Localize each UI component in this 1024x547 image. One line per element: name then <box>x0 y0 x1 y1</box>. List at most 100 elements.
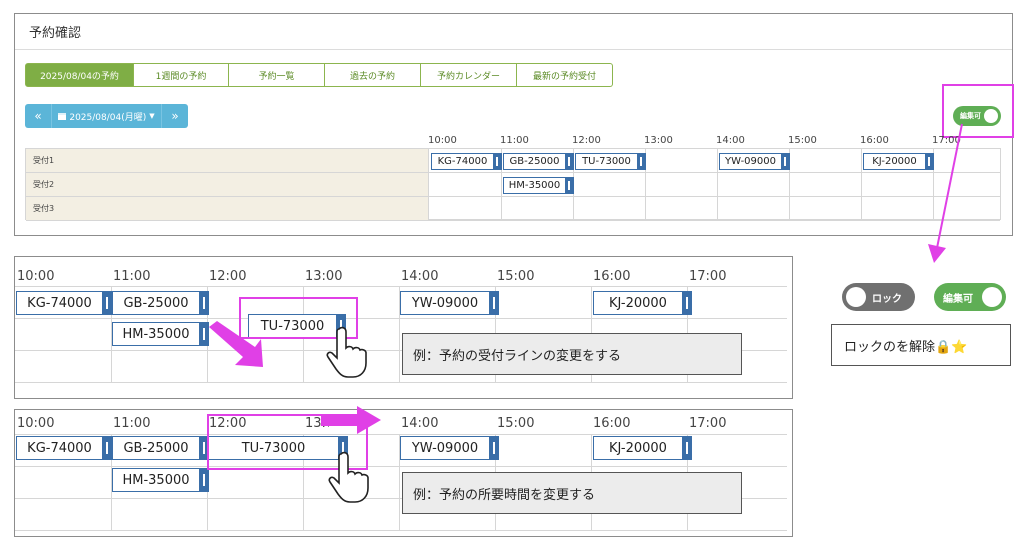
tab-latest[interactable]: 最新の予約受付 <box>517 63 613 87</box>
current-date: 2025/08/04(月曜) <box>69 112 147 123</box>
reservation-code: YW-09000 <box>411 295 479 311</box>
time-label: 11:00 <box>113 416 151 431</box>
grid-line <box>399 287 400 382</box>
grid-row <box>15 499 787 531</box>
unlock-note: ロックのを解除🔒⭐ <box>831 324 1011 366</box>
resize-handle[interactable] <box>199 292 208 314</box>
resize-handle[interactable] <box>199 469 208 491</box>
resize-handle[interactable] <box>199 437 208 459</box>
date-picker-button[interactable]: 2025/08/04(月曜) ▼ <box>51 104 162 128</box>
reservation-code: KJ-20000 <box>609 295 667 311</box>
grid-line <box>399 435 400 530</box>
time-label: 17:00 <box>932 135 961 146</box>
grid-line <box>645 149 646 219</box>
reservation-code: KG-74000 <box>437 156 488 167</box>
reservation-chip[interactable]: YW-09000 <box>719 153 790 170</box>
hand-cursor-icon <box>328 451 369 503</box>
reservation-chip[interactable]: YW-09000 <box>400 436 499 460</box>
row-reception-2: 受付2 <box>26 173 1000 197</box>
grid-line <box>303 435 304 530</box>
resize-handle[interactable] <box>565 154 573 169</box>
reservation-code: TU-73000 <box>582 156 631 167</box>
editable-toggle-label: 編集可 <box>943 294 973 305</box>
time-label: 12:00 <box>209 269 247 284</box>
grid-line <box>501 149 502 219</box>
reservation-chip[interactable]: GB-25000 <box>112 436 209 460</box>
pointer-arrow <box>928 123 963 263</box>
grid-line <box>111 435 112 530</box>
tab-today[interactable]: 2025/08/04の予約 <box>25 63 134 87</box>
reservation-chip[interactable]: YW-09000 <box>400 291 499 315</box>
reservation-chip[interactable]: GB-25000 <box>503 153 574 170</box>
reservation-code: KG-74000 <box>27 295 92 311</box>
time-header: 10:00 11:00 12:00 13:00 14:00 15:00 16:0… <box>15 269 792 285</box>
toggle-knob <box>982 287 1002 307</box>
resize-handle[interactable] <box>489 437 498 459</box>
edit-toggle[interactable]: 編集可 <box>953 106 1001 126</box>
example-panel-line-change: 10:00 11:00 12:00 13:00 14:00 15:00 16:0… <box>14 256 793 399</box>
reservation-chip[interactable]: TU-73000 <box>575 153 646 170</box>
time-label: 15:00 <box>497 269 535 284</box>
grid-row <box>15 319 787 351</box>
hand-cursor-icon <box>326 326 367 378</box>
schedule-grid: 受付1 受付2 受付3 KG-74000 GB-25000 TU-73000 Y… <box>25 148 1001 221</box>
next-day-button[interactable]: » <box>171 109 179 123</box>
reservation-chip[interactable]: GB-25000 <box>112 291 209 315</box>
resize-handle[interactable] <box>565 178 573 193</box>
time-label: 15:00 <box>497 416 535 431</box>
lock-toggle-label: ロック <box>872 294 902 305</box>
toggle-knob <box>846 287 866 307</box>
reservation-chip[interactable]: HM-35000 <box>112 322 209 346</box>
row-reception-3: 受付3 <box>26 197 1000 221</box>
resize-handle[interactable] <box>102 292 111 314</box>
dragged-reservation-chip[interactable]: TU-73000 <box>248 314 346 338</box>
resize-handle[interactable] <box>489 292 498 314</box>
resize-highlight <box>207 414 368 470</box>
time-label: 13:00 <box>305 269 343 284</box>
reservation-code: KJ-20000 <box>609 440 667 456</box>
time-label: 11:00 <box>113 269 151 284</box>
grid-line <box>861 149 862 219</box>
time-label: 12:00 <box>572 135 601 146</box>
time-header: 10:00 11:00 12:00 13:00 14:00 15:00 16:0… <box>15 416 792 432</box>
reservation-code: GB-25000 <box>123 440 189 456</box>
reservation-code: YW-09000 <box>411 440 479 456</box>
grid-row <box>15 351 787 383</box>
resize-handle[interactable] <box>781 154 789 169</box>
resize-handle[interactable] <box>199 323 208 345</box>
row-label: 受付1 <box>26 149 429 172</box>
resize-handle[interactable] <box>336 315 345 337</box>
resized-reservation-chip[interactable]: TU-73000 <box>208 436 348 460</box>
time-label: 14:00 <box>401 416 439 431</box>
reservation-chip[interactable]: KJ-20000 <box>593 291 692 315</box>
time-label: 16:00 <box>860 135 889 146</box>
reservation-chip[interactable]: KG-74000 <box>16 436 112 460</box>
reservation-code: TU-73000 <box>241 440 306 456</box>
example-caption: 例：予約の受付ラインの変更をする <box>402 333 742 375</box>
panel-title: 予約確認 <box>29 26 82 41</box>
resize-handle[interactable] <box>682 437 691 459</box>
resize-handle[interactable] <box>338 437 347 459</box>
editable-toggle[interactable]: 編集可 <box>934 283 1006 311</box>
resize-handle[interactable] <box>493 154 501 169</box>
tab-list[interactable]: 予約一覧 <box>229 63 325 87</box>
resize-handle[interactable] <box>682 292 691 314</box>
grid-line <box>789 149 790 219</box>
prev-day-button[interactable]: « <box>34 109 42 123</box>
tab-past[interactable]: 過去の予約 <box>325 63 421 87</box>
reservation-chip[interactable]: HM-35000 <box>112 468 209 492</box>
resize-handle[interactable] <box>637 154 645 169</box>
reservation-chip[interactable]: KJ-20000 <box>593 436 692 460</box>
tab-week[interactable]: 1週間の予約 <box>134 63 229 87</box>
time-label: 15:00 <box>788 135 817 146</box>
resize-handle[interactable] <box>102 437 111 459</box>
lock-toggle[interactable]: ロック <box>842 283 915 311</box>
resize-handle[interactable] <box>925 154 933 169</box>
reservation-chip[interactable]: KG-74000 <box>16 291 112 315</box>
reservation-chip[interactable]: HM-35000 <box>503 177 574 194</box>
tab-calendar[interactable]: 予約カレンダー <box>421 63 517 87</box>
edit-toggle-label: 編集可 <box>960 112 981 120</box>
reservation-code: HM-35000 <box>508 180 561 191</box>
reservation-chip[interactable]: KJ-20000 <box>863 153 934 170</box>
reservation-chip[interactable]: KG-74000 <box>431 153 502 170</box>
